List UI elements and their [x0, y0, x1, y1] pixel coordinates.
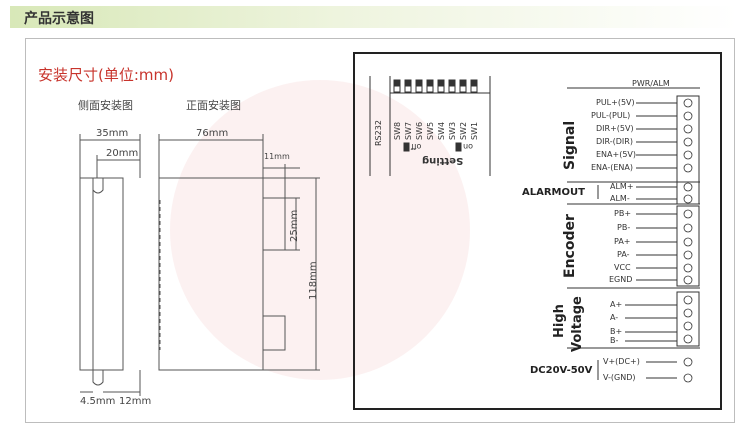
encoder-title: Encoder [562, 214, 578, 278]
signal-pin-4: DIR-(DIR) [596, 137, 633, 146]
dim-12mm: 12mm [119, 396, 152, 407]
high-title: High [552, 304, 567, 338]
pwr-alm-label: PWR/ALM [632, 79, 670, 88]
front-view-body [158, 177, 264, 371]
side-view-body [79, 177, 124, 371]
dim-20mm: 20mm [106, 148, 139, 159]
voltage-title: Voltage [570, 296, 585, 352]
signal-pin-1: PUL+(5V) [596, 98, 635, 107]
power-pin-1: V+(DC+) [603, 357, 640, 366]
sw5-label: SW5 [426, 121, 435, 140]
hv-pin-2: A- [610, 313, 619, 322]
watermark-logo [170, 80, 470, 380]
diagram-frame [25, 38, 735, 423]
power-pin-2: V-(GND) [603, 373, 636, 382]
dimension-title: 安装尺寸(单位:mm) [38, 66, 174, 84]
rs232-label: RS232 [374, 120, 383, 146]
alarm-pin-1: ALM+ [610, 182, 634, 191]
dim-76mm: 76mm [196, 128, 229, 139]
signal-pin-5: ENA+(5V) [596, 150, 637, 159]
side-view-label: 侧面安装图 [78, 99, 133, 112]
alarmout-title: ALARMOUT [522, 187, 585, 198]
title-bar [10, 6, 738, 28]
dim-11mm: 11mm [264, 152, 290, 161]
hv-pin-1: A+ [610, 300, 623, 309]
hv-pin-3: B+ [610, 327, 623, 336]
off-label: off [411, 142, 422, 151]
dim-4-5mm: 4.5mm [80, 396, 116, 407]
alarm-pin-2: ALM- [610, 194, 630, 203]
sw6-label: SW6 [415, 121, 424, 140]
encoder-pin-1: PB+ [614, 209, 632, 218]
on-label: on [463, 142, 473, 151]
dip-switches [393, 79, 478, 93]
sw3-label: SW3 [448, 121, 457, 140]
encoder-pin-6: EGND [609, 275, 633, 284]
sw2-label: SW2 [459, 121, 468, 140]
sw4-label: SW4 [437, 121, 446, 140]
sw8-label: SW8 [393, 121, 402, 140]
hv-pin-4: B- [610, 336, 619, 345]
signal-title: Signal [562, 120, 578, 170]
page-title: 产品示意图 [24, 11, 94, 27]
dim-35mm: 35mm [96, 128, 129, 139]
signal-pin-6: ENA-(ENA) [591, 163, 633, 172]
front-view-label: 正面安装图 [186, 99, 241, 112]
signal-pin-3: DIR+(5V) [596, 124, 634, 133]
encoder-pin-5: VCC [614, 263, 631, 272]
setting-label: Setting [422, 155, 464, 166]
sw7-label: SW7 [404, 121, 413, 140]
encoder-pin-2: PB- [617, 223, 631, 232]
signal-pin-2: PUL-(PUL) [591, 111, 631, 120]
encoder-pin-3: PA+ [614, 237, 631, 246]
sw1-label: SW1 [470, 121, 479, 140]
encoder-pin-4: PA- [617, 250, 630, 259]
power-title: DC20V-50V [530, 365, 593, 376]
wiring-panel [353, 52, 722, 410]
